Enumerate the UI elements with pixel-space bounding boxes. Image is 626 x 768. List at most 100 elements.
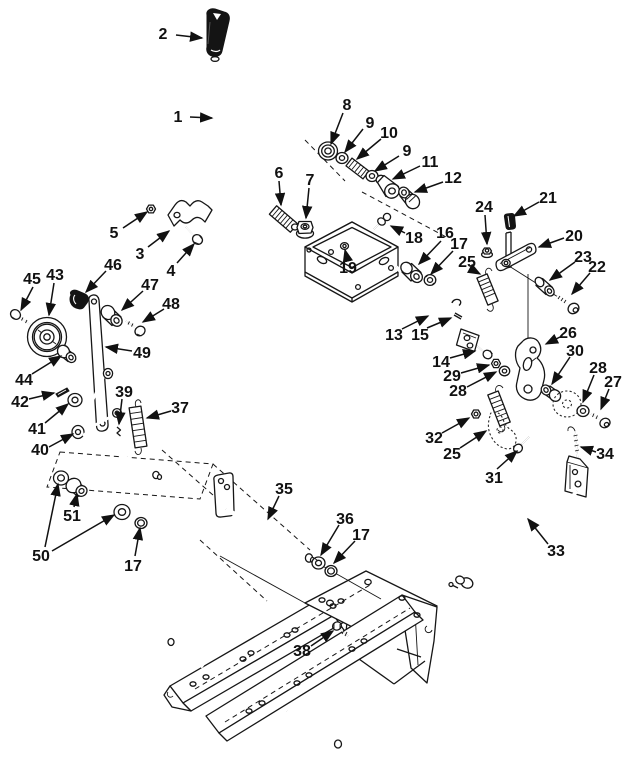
leader-arrow-24 bbox=[480, 214, 492, 246]
leader-arrow-18 bbox=[389, 225, 406, 237]
part-label-14: 14 bbox=[432, 354, 450, 371]
clip-39-drawing bbox=[116, 426, 122, 437]
chassis-frame bbox=[163, 570, 438, 749]
part-label-31: 31 bbox=[485, 470, 503, 487]
part-label-23: 23 bbox=[574, 249, 592, 266]
part-label-48: 48 bbox=[162, 296, 180, 313]
leader-arrow-20 bbox=[537, 237, 565, 248]
leader-arrow-38 bbox=[310, 630, 335, 647]
leader-arrow-1 bbox=[189, 112, 214, 123]
leader-arrow-17c bbox=[332, 540, 356, 565]
nut-5-drawing bbox=[145, 204, 157, 214]
washer-41-drawing bbox=[67, 392, 83, 408]
part-label-4: 4 bbox=[167, 263, 176, 280]
part-label-5: 5 bbox=[110, 225, 119, 242]
part-label-2: 2 bbox=[159, 26, 168, 43]
bolt-38-drawing bbox=[331, 621, 349, 637]
bolt-48-drawing bbox=[125, 320, 146, 337]
washer-36-drawing bbox=[311, 556, 326, 570]
leader-arrow-34 bbox=[579, 445, 597, 456]
clevis-13-drawing bbox=[455, 328, 480, 353]
anchor-plate-group bbox=[476, 212, 580, 315]
leader-arrow-48 bbox=[141, 308, 165, 323]
part-label-18: 18 bbox=[405, 230, 423, 247]
leader-arrow-40 bbox=[48, 433, 75, 448]
leader-arrow-45 bbox=[20, 286, 34, 312]
leader-arrow-15 bbox=[426, 317, 453, 329]
leader-arrow-11 bbox=[391, 165, 421, 180]
detent-fastener-row bbox=[317, 141, 421, 210]
clip-15-drawing bbox=[451, 298, 463, 320]
cap-12-drawing bbox=[398, 186, 421, 210]
bracket-35-drawing bbox=[213, 472, 235, 518]
leader-arrow-32 bbox=[441, 417, 471, 434]
rod-33-drawing bbox=[448, 489, 579, 589]
part-label-41: 41 bbox=[28, 421, 46, 438]
bushing-30-drawing bbox=[540, 384, 562, 402]
pivot-arm-40-drawing bbox=[71, 367, 163, 481]
washer-50b-drawing bbox=[113, 503, 131, 521]
part-label-17c: 17 bbox=[352, 527, 370, 544]
part-label-30: 30 bbox=[566, 343, 584, 360]
leader-arrow-39 bbox=[115, 398, 126, 426]
leader-arrow-27 bbox=[600, 388, 611, 411]
part-label-15: 15 bbox=[411, 327, 429, 344]
part-label-50: 50 bbox=[32, 548, 50, 565]
leader-arrow-33 bbox=[527, 517, 549, 545]
part-label-13: 13 bbox=[385, 327, 403, 344]
leader-arrow-16 bbox=[417, 240, 442, 266]
leader-arrow-43 bbox=[45, 282, 57, 317]
part-label-39: 39 bbox=[115, 384, 133, 401]
leader-arrow-2 bbox=[175, 31, 204, 42]
part-label-44: 44 bbox=[15, 372, 33, 389]
idler-pivot-group bbox=[9, 289, 163, 530]
spring-37-drawing bbox=[128, 399, 148, 455]
lever-knob-drawing bbox=[206, 8, 230, 57]
leader-arrow-17b bbox=[132, 526, 144, 557]
leader-arrow-37 bbox=[145, 409, 172, 420]
spring-6-drawing bbox=[268, 205, 300, 233]
phantom-washer-right bbox=[552, 390, 582, 418]
pin-21-drawing bbox=[503, 212, 517, 231]
leader-arrow-36 bbox=[320, 524, 340, 557]
part-label-7: 7 bbox=[306, 172, 315, 189]
plate-20-drawing bbox=[495, 242, 537, 272]
rod-34-drawing bbox=[567, 426, 580, 463]
leader-arrow-12 bbox=[413, 181, 444, 193]
spring-25b-drawing bbox=[487, 385, 511, 433]
leader-arrow-14 bbox=[449, 349, 477, 360]
leader-arrow-17a bbox=[429, 250, 454, 276]
part-label-28a: 28 bbox=[449, 383, 467, 400]
leader-arrow-21 bbox=[512, 201, 540, 217]
leader-arrow-22 bbox=[571, 272, 591, 296]
part-label-47: 47 bbox=[141, 277, 159, 294]
bolt-31-drawing bbox=[512, 436, 530, 454]
part-label-22: 22 bbox=[588, 259, 606, 276]
nut-7-drawing bbox=[295, 220, 315, 239]
nut-24-drawing bbox=[480, 247, 494, 259]
bolt-18-drawing bbox=[373, 212, 392, 230]
bolt-45-drawing bbox=[9, 308, 32, 326]
leader-arrow-46 bbox=[84, 270, 107, 294]
leader-arrow-35 bbox=[267, 495, 280, 521]
leader-arrow-19 bbox=[342, 248, 354, 263]
nut-29-drawing bbox=[490, 358, 502, 369]
leader-arrow-44 bbox=[31, 355, 63, 375]
bolt-27-drawing bbox=[590, 413, 611, 429]
part-label-42: 42 bbox=[11, 394, 29, 411]
part-label-27: 27 bbox=[604, 374, 622, 391]
leader-arrow-13 bbox=[401, 315, 430, 330]
nut-17a-drawing bbox=[423, 273, 437, 287]
part-label-33: 33 bbox=[547, 543, 565, 560]
part-label-21: 21 bbox=[539, 190, 557, 207]
spring-25a-drawing bbox=[476, 267, 499, 312]
part-label-8: 8 bbox=[343, 97, 352, 114]
part-label-35: 35 bbox=[275, 481, 293, 498]
part-label-10: 10 bbox=[380, 125, 398, 142]
part-label-17a: 17 bbox=[450, 236, 468, 253]
leader-arrow-51 bbox=[69, 492, 80, 508]
part-label-49: 49 bbox=[133, 345, 151, 362]
bushing-16-drawing bbox=[400, 261, 424, 284]
